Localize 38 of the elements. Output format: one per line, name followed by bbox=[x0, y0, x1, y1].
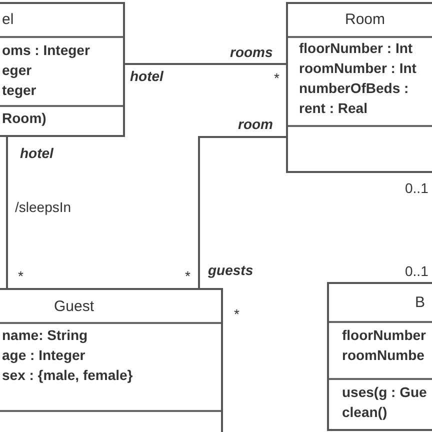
class-box bbox=[327, 282, 432, 431]
class-member: sex : {male, female} bbox=[2, 367, 133, 384]
multiplicity-label: * bbox=[18, 268, 24, 284]
class-member: roomNumber : Int bbox=[299, 60, 416, 77]
multiplicity-label: 0..1 bbox=[405, 263, 428, 279]
role-name: room bbox=[238, 116, 273, 132]
class-member: rent : Real bbox=[299, 100, 368, 117]
class-box bbox=[286, 2, 432, 173]
class-name: Room bbox=[345, 11, 386, 28]
class-member: age : Integer bbox=[2, 347, 86, 364]
multiplicity-label: /sleepsIn bbox=[15, 199, 72, 215]
class-member: numberOfBeds : bbox=[299, 80, 409, 97]
class-member: oms : Integer bbox=[2, 42, 90, 59]
association-line bbox=[6, 137, 8, 288]
class-member: Room) bbox=[2, 110, 46, 127]
role-name: hotel bbox=[130, 68, 164, 84]
class-member: teger bbox=[2, 82, 36, 99]
association-line bbox=[198, 136, 286, 288]
class-member: eger bbox=[2, 62, 32, 79]
multiplicity-label: * bbox=[274, 70, 280, 86]
class-name: el bbox=[2, 11, 14, 28]
multiplicity-label: * bbox=[234, 306, 240, 322]
class-box bbox=[0, 2, 125, 137]
association-line bbox=[125, 63, 286, 65]
multiplicity-label: * bbox=[185, 268, 190, 284]
class-name: B bbox=[415, 294, 426, 311]
class-member: floorNumber : Int bbox=[299, 40, 413, 57]
class-member: name: String bbox=[2, 327, 88, 344]
class-member: roomNumbe bbox=[342, 347, 424, 364]
class-box bbox=[0, 288, 223, 432]
class-member: floorNumber bbox=[342, 327, 426, 344]
multiplicity-label: 0..1 bbox=[405, 180, 428, 196]
class-member: uses(g : Gue bbox=[342, 384, 427, 401]
role-name: guests bbox=[208, 262, 254, 278]
class-name: Guest bbox=[54, 298, 94, 315]
class-member: clean() bbox=[342, 404, 388, 421]
role-name: hotel bbox=[20, 145, 54, 161]
role-name: rooms bbox=[230, 44, 273, 60]
